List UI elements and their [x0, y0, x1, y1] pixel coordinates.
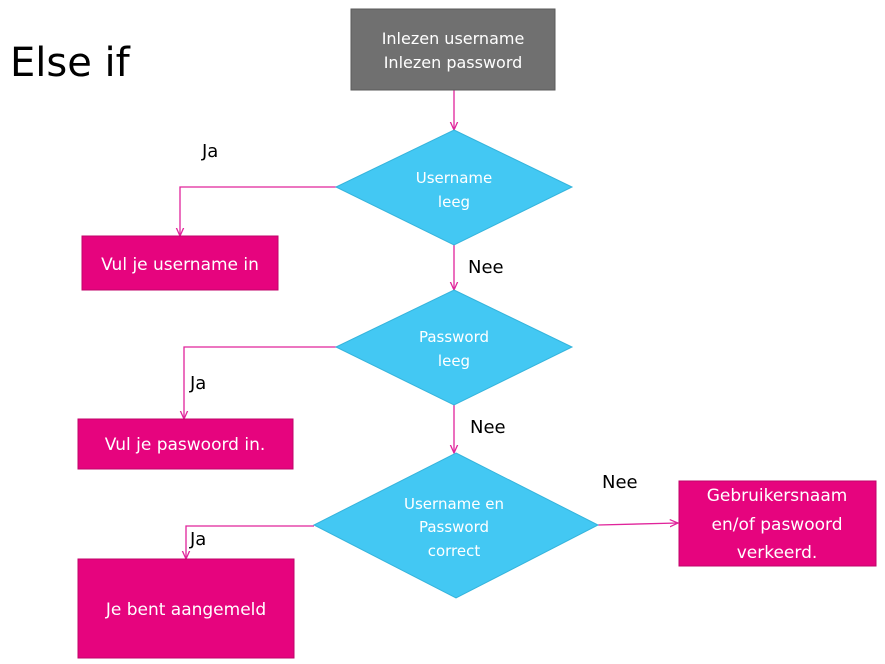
output-box-fill-password-shape [77, 418, 294, 470]
output-box-fill-password-text: Vul je paswoord in. [105, 435, 266, 455]
output-box-credentials-wrong-shape [678, 480, 877, 567]
decision-username-empty: Username leeg [334, 129, 574, 246]
decision-credentials-correct-shape [312, 452, 600, 599]
output-box-fill-password: Vul je paswoord in. [77, 418, 294, 470]
edge-label-nee-username: Nee [468, 257, 504, 278]
decision-username-empty-line1: Username [416, 169, 492, 187]
decision-password-empty-line2: leeg [438, 352, 470, 370]
edge-username-ja [180, 186, 337, 236]
process-box-start-line2: Inlezen password [384, 53, 523, 72]
decision-username-empty-line2: leeg [438, 193, 470, 211]
output-box-logged-in-text: Je bent aangemeld [105, 600, 266, 620]
edge-label-ja-username: Ja [201, 141, 218, 162]
decision-credentials-correct-line2: Password [419, 518, 489, 536]
process-box-start: Inlezen username Inlezen password [350, 8, 556, 91]
edge-label-ja-correct: Ja [189, 529, 206, 550]
decision-credentials-correct-line1: Username en [404, 495, 504, 513]
output-box-fill-username: Vul je username in [81, 235, 279, 291]
decision-password-empty: Password leeg [334, 289, 574, 406]
output-box-fill-username-text: Vul je username in [101, 255, 259, 275]
process-box-start-shape [350, 8, 556, 91]
process-box-start-line1: Inlezen username [382, 29, 525, 48]
decision-password-empty-shape [334, 289, 574, 406]
decision-credentials-correct: Username en Password correct [312, 452, 600, 599]
edge-correct-nee [597, 523, 678, 525]
edge-label-nee-password: Nee [470, 417, 506, 438]
output-box-logged-in-shape [77, 558, 295, 659]
decision-credentials-correct-line3: correct [428, 542, 481, 560]
decision-password-empty-line1: Password [419, 328, 489, 346]
output-box-logged-in: Je bent aangemeld [77, 558, 295, 659]
edge-password-ja [184, 346, 337, 419]
page-title: Else if [10, 40, 131, 86]
decision-username-empty-shape [334, 129, 574, 246]
output-box-credentials-wrong: Gebruikersnaam en/of paswoord verkeerd. [678, 480, 877, 567]
output-box-credentials-wrong-line3: verkeerd. [737, 543, 818, 563]
edge-label-ja-password: Ja [189, 373, 206, 394]
edge-label-nee-correct: Nee [602, 472, 638, 493]
output-box-fill-username-shape [81, 235, 279, 291]
output-box-credentials-wrong-line1: Gebruikersnaam [707, 486, 848, 506]
output-box-credentials-wrong-line2: en/of paswoord [711, 515, 842, 535]
edge-correct-ja [186, 525, 314, 559]
